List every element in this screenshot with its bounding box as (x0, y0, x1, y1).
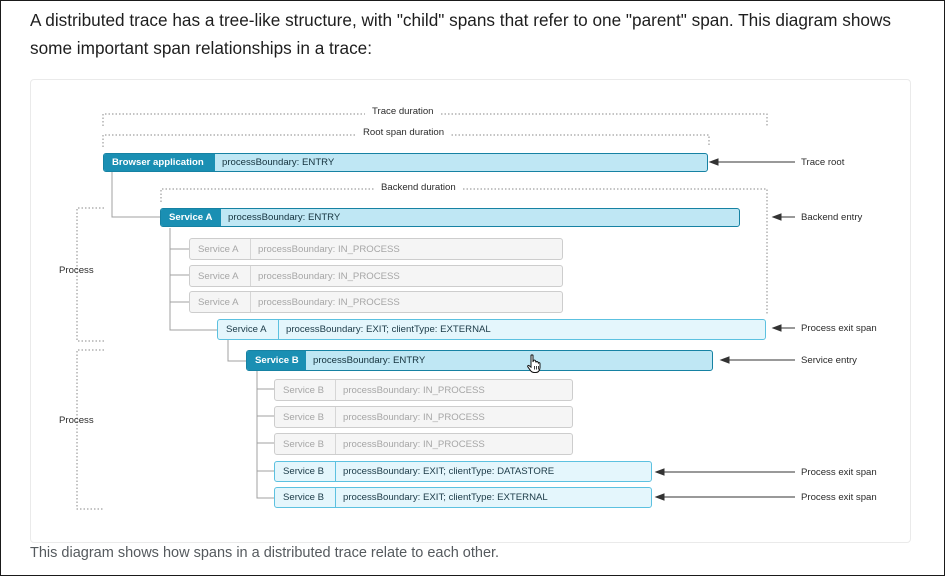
span-process-boundary: processBoundary: IN_PROCESS (258, 243, 400, 255)
backend-duration-label: Backend duration (374, 182, 463, 194)
span-process-boundary: processBoundary: EXIT; clientType: EXTER… (343, 492, 548, 503)
span-service-name: Service A (161, 209, 221, 226)
span-service-name: Service B (275, 407, 336, 427)
span-service-name: Browser application (104, 154, 215, 171)
span-service-name: Service B (275, 434, 336, 454)
span-service-name: Service A (218, 320, 279, 339)
span-service-b-in-process[interactable]: Service B processBoundary: IN_PROCESS (274, 406, 573, 428)
annotation-process-exit-span: Process exit span (801, 492, 877, 503)
annotation-backend-entry: Backend entry (801, 212, 863, 223)
span-service-b-in-process[interactable]: Service B processBoundary: IN_PROCESS (274, 433, 573, 455)
span-process-boundary: processBoundary: IN_PROCESS (343, 411, 485, 423)
span-service-name: Service A (190, 239, 251, 259)
process-label-b: Process (59, 415, 94, 426)
span-process-boundary: processBoundary: EXIT; clientType: DATAS… (343, 466, 555, 477)
annotation-process-exit-span: Process exit span (801, 323, 877, 334)
span-process-boundary: processBoundary: EXIT; clientType: EXTER… (286, 324, 491, 335)
span-service-a-exit[interactable]: Service A processBoundary: EXIT; clientT… (217, 319, 766, 340)
intro-paragraph: A distributed trace has a tree-like stru… (30, 10, 891, 58)
span-service-b-in-process[interactable]: Service B processBoundary: IN_PROCESS (274, 379, 573, 401)
tree-connector-exit-a (227, 340, 247, 362)
span-service-name: Service B (247, 351, 306, 370)
tree-connector-root (111, 172, 161, 218)
process-bracket-b (76, 349, 104, 510)
span-service-b-entry[interactable]: Service B processBoundary: ENTRY (246, 350, 713, 371)
span-process-boundary: processBoundary: ENTRY (222, 157, 335, 168)
span-service-name: Service B (275, 488, 336, 507)
span-service-name: Service A (190, 266, 251, 286)
trace-duration-label: Trace duration (365, 106, 441, 118)
span-service-name: Service B (275, 380, 336, 400)
span-process-boundary: processBoundary: IN_PROCESS (258, 296, 400, 308)
hand-pointer-icon (527, 354, 541, 373)
span-process-boundary: processBoundary: IN_PROCESS (343, 384, 485, 396)
diagram-caption: This diagram shows how spans in a distri… (30, 545, 500, 561)
span-process-boundary: processBoundary: IN_PROCESS (258, 270, 400, 282)
annotation-process-exit-span: Process exit span (801, 467, 877, 478)
tree-connector-service-a (169, 228, 218, 331)
span-service-b-exit-datastore[interactable]: Service B processBoundary: EXIT; clientT… (274, 461, 652, 482)
backend-duration-bracket (160, 188, 768, 315)
process-label-a: Process (59, 265, 94, 276)
span-process-boundary: processBoundary: ENTRY (228, 212, 341, 223)
annotation-trace-root: Trace root (801, 157, 845, 168)
span-service-name: Service A (190, 292, 251, 312)
span-service-a-entry[interactable]: Service A processBoundary: ENTRY (160, 208, 740, 227)
span-process-boundary: processBoundary: ENTRY (313, 355, 426, 366)
span-service-name: Service B (275, 462, 336, 481)
root-span-duration-label: Root span duration (356, 127, 452, 139)
span-service-a-in-process[interactable]: Service A processBoundary: IN_PROCESS (189, 265, 563, 287)
span-service-a-in-process[interactable]: Service A processBoundary: IN_PROCESS (189, 291, 563, 313)
tree-connector-service-b (256, 371, 275, 499)
annotation-service-entry: Service entry (801, 355, 857, 366)
span-service-b-exit-external[interactable]: Service B processBoundary: EXIT; clientT… (274, 487, 652, 508)
span-browser-entry[interactable]: Browser application processBoundary: ENT… (103, 153, 708, 172)
span-process-boundary: processBoundary: IN_PROCESS (343, 438, 485, 450)
span-service-a-in-process[interactable]: Service A processBoundary: IN_PROCESS (189, 238, 563, 260)
